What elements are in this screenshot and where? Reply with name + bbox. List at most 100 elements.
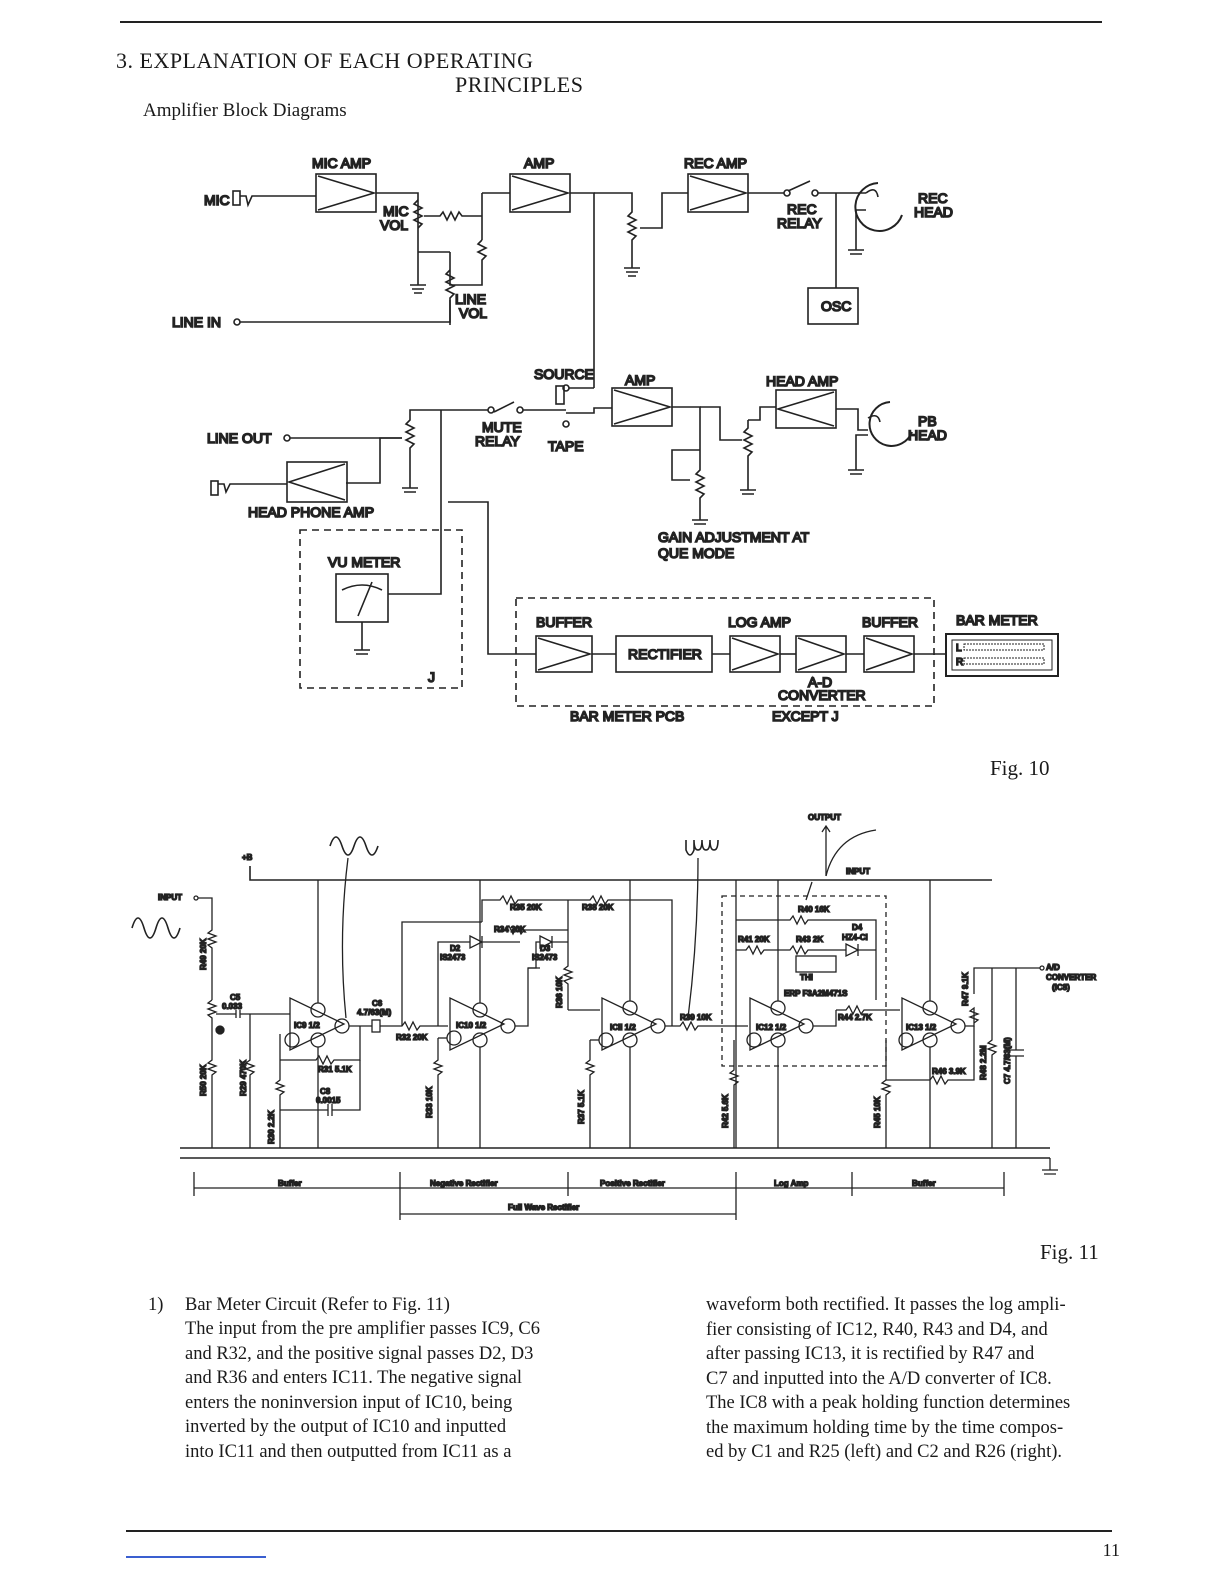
ad-out-label-3: (IC8) (1052, 983, 1070, 992)
c7-label: C7 4.7/63(M) (1003, 1037, 1012, 1084)
right-line: fier consisting of IC12, R40, R43 and D4… (706, 1319, 1048, 1340)
r37-label: R37 5.1K (577, 1090, 586, 1124)
blue-underline (126, 1556, 266, 1558)
ic13-label: IC13 1/2 (906, 1023, 937, 1032)
c8-label-1: C8 (320, 1087, 331, 1096)
d4-label-1: D4 (852, 923, 863, 932)
d3-label-1: D3 (540, 944, 551, 953)
rec-head-label-1: REC (918, 190, 948, 206)
gain-adj-label-1: GAIN ADJUSTMENT AT (658, 529, 810, 545)
d2-label-1: D2 (450, 944, 461, 953)
osc-label: OSC (821, 298, 851, 314)
c8-label-2: 0.0015 (316, 1096, 341, 1105)
input-label: INPUT (158, 893, 182, 902)
right-paragraph: waveform both rectified. It passes the l… (706, 1293, 1108, 1465)
right-line: C7 and inputted into the A/D converter o… (706, 1368, 1052, 1389)
bottom-rule (126, 1530, 1112, 1532)
head-amp-label: HEAD AMP (766, 373, 838, 389)
bar-meter-label: BAR METER (956, 612, 1038, 628)
ic12-opamp (749, 996, 806, 1052)
log-amp-label: LOG AMP (728, 614, 791, 630)
ic13-opamp (901, 996, 958, 1052)
c6-label-2: 4.7/63(M) (357, 1008, 392, 1017)
ic9-label: IC9 1/2 (294, 1021, 320, 1030)
ad-label-1: A-D (808, 674, 832, 690)
bar-buffer1-label: BUFFER (536, 614, 592, 630)
buffer-a-label: Buffer (278, 1179, 302, 1188)
r39-label: R39 10K (680, 1013, 712, 1022)
ad-out-label-1: A/D (1046, 963, 1060, 972)
d4-label-2: HZ4-CI (842, 933, 868, 942)
rectifier-label: RECTIFIER (628, 646, 702, 662)
fig10-caption: Fig. 10 (990, 756, 1050, 780)
r30-label: R30 2.2K (267, 1110, 276, 1144)
mic-vol-label-1: MIC (383, 203, 409, 219)
except-j-label: EXCEPT J (772, 708, 839, 724)
r38-label: R38 20K (582, 903, 614, 912)
r31-label: R31 5.1K (318, 1065, 352, 1074)
r42-label: R42 5.6K (721, 1094, 730, 1128)
right-line: The IC8 with a peak holding function det… (706, 1393, 1071, 1413)
r43-label: R43 2K (796, 935, 823, 944)
c6-label-1: C6 (372, 999, 383, 1008)
section-title-cont: PRINCIPLES (455, 72, 584, 97)
left-heading: Bar Meter Circuit (Refer to Fig. 11) (185, 1295, 450, 1315)
r45-label: R45 10K (873, 1096, 882, 1128)
tape-label: TAPE (548, 438, 584, 454)
r44-label: R44 2.7K (838, 1013, 872, 1022)
ic10-label: IC10 1/2 (456, 1021, 487, 1030)
r46-label: R46 3.9K (932, 1067, 966, 1076)
vu-meter-label: VU METER (328, 554, 400, 570)
c5-label-2: 0.033 (222, 1002, 243, 1011)
left-line: and R36 and enters IC11. The negative si… (185, 1368, 523, 1388)
r50-label: R50 20K (199, 1064, 208, 1096)
fig11-caption: Fig. 11 (1040, 1240, 1099, 1264)
bar-r-label: R (956, 657, 963, 668)
mic-label: MIC (204, 192, 230, 208)
r47-label: R47 9.1K (961, 972, 970, 1006)
amp2-label: AMP (625, 372, 655, 388)
d2-label-2: IS2473 (440, 953, 466, 962)
r34-label: R34 20K (494, 925, 526, 934)
line-vol-label-2: VOL (459, 305, 487, 321)
pos-rect-label: Positive Rectifier (600, 1179, 665, 1188)
item-number: 1) (148, 1295, 164, 1315)
r29-label: R29 470K (239, 1060, 248, 1096)
fig10-block-diagram: MIC AMP MIC MIC VOL AMP LINE VOL LINE IN… (171, 154, 1059, 725)
pb-head-label-2: HEAD (908, 427, 947, 443)
r41-label: R41 20K (738, 935, 770, 944)
left-line: enters the noninversion input of IC10, b… (185, 1392, 513, 1413)
rec-amp-label: REC AMP (684, 155, 747, 171)
right-line: the maximum holding time by the time com… (706, 1417, 1064, 1438)
bar-meter-display (945, 633, 1059, 677)
pb-head-label-1: PB (918, 413, 937, 429)
gain-adj-label-2: QUE MODE (658, 545, 734, 561)
th1-label: THI (800, 973, 813, 982)
left-line: The input from the pre amplifier passes … (185, 1319, 541, 1339)
right-line: after passing IC13, it is rectified by R… (706, 1344, 1035, 1364)
source-label: SOURCE (534, 366, 594, 382)
rec-relay-label-1: REC (787, 201, 817, 217)
mute-relay-label-1: MUTE (482, 419, 522, 435)
ic11-label: ICII 1/2 (610, 1023, 636, 1032)
th1-label-2: ERP F3A2M471S (784, 989, 848, 998)
bar-l-label: L (956, 643, 962, 654)
right-line: waveform both rectified. It passes the l… (706, 1295, 1066, 1315)
right-line: ed by C1 and R25 (left) and C2 and R26 (… (706, 1442, 1063, 1462)
r40-label: R40 16K (798, 905, 830, 914)
plus-b-label: +B (242, 853, 253, 862)
top-rule (120, 21, 1102, 23)
r49-label: R49 20K (199, 938, 208, 970)
ic9-opamp (289, 996, 346, 1052)
section-title: 3. EXPLANATION OF EACH OPERATING (116, 48, 534, 73)
headphone-amp-label: HEAD PHONE AMP (248, 504, 374, 520)
bar-meter-pcb-label: BAR METER PCB (570, 708, 684, 724)
buffer-b-label: Buffer (912, 1179, 936, 1188)
r36-label: R36 10K (555, 976, 564, 1008)
full-wave-label: Full Wave Rectifier (508, 1203, 579, 1212)
r35-label: R35 20K (510, 903, 542, 912)
page-number: 11 (1102, 1540, 1120, 1560)
mic-amp-label: MIC AMP (312, 155, 371, 171)
fig11-schematic: OUTPUT INPUT +B INPUT R49 20K R50 20K C5… (131, 812, 1097, 1220)
vu-j-label: J (428, 669, 435, 685)
